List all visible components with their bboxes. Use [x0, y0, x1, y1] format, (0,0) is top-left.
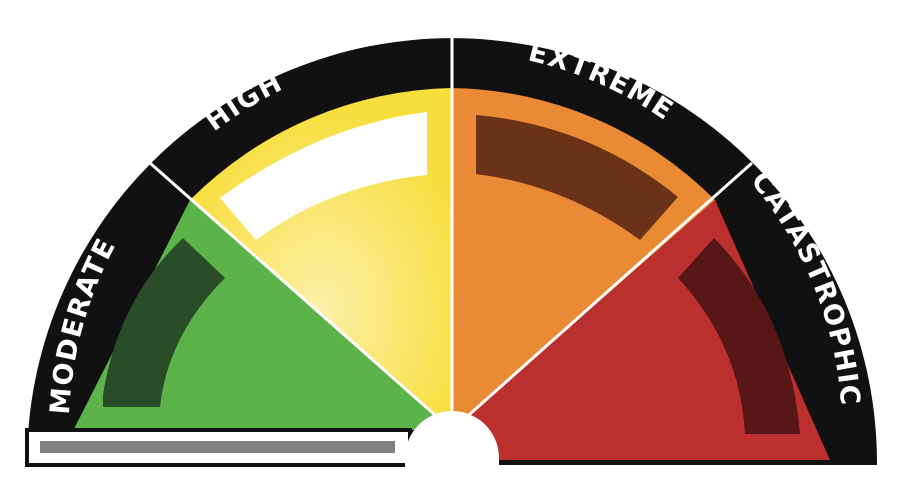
- gauge-hub: [405, 411, 499, 470]
- high-indicator-bar: [220, 112, 427, 240]
- extreme-indicator-bar: [476, 115, 678, 240]
- divider-extreme-catastrophic: [451, 161, 753, 432]
- gauge-base-bar-fill: [40, 441, 395, 453]
- moderate-indicator-bar: [103, 238, 225, 407]
- catastrophic-indicator-bar: [678, 238, 800, 434]
- divider-moderate-high: [149, 161, 453, 432]
